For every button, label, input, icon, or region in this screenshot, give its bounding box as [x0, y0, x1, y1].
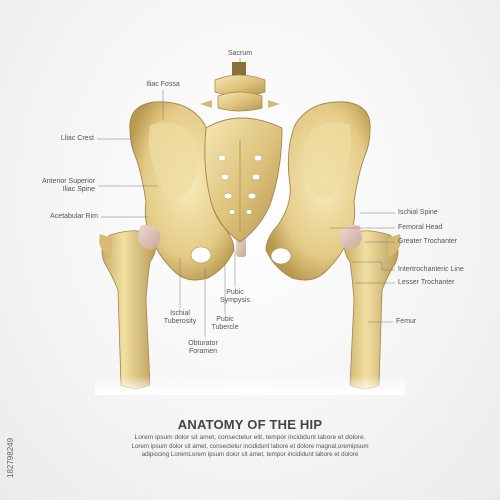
label-ischial-tuberosity-line2: Tuberosity [163, 318, 197, 325]
label-ischial-spine: Ischial Spine [398, 209, 438, 216]
stock-image-id: 182798249 [6, 437, 15, 478]
left-hip-joint-cartilage [138, 224, 161, 250]
label-pubic-tubercle-line1: Pubic [216, 316, 234, 323]
label-femoral-head: Femoral Head [398, 224, 443, 231]
label-greater-trochanter: Greater Trochanter [398, 238, 458, 245]
label-iliac-crest: Lliac Crest [60, 135, 94, 142]
label-pubic-symphysis-line2: Sympysis [220, 297, 250, 304]
label-asis-line2: Iliac Spine [62, 186, 95, 193]
label-sacrum: Sacrum [227, 50, 253, 57]
label-obturator-foramen-line1: Obturator [188, 340, 218, 347]
diagram-title: ANATOMY OF THE HIP [177, 417, 323, 432]
label-pubic-symphysis-line1: Pubic [226, 289, 244, 296]
right-hip-joint-cartilage [339, 224, 362, 250]
label-intertrochanteric-line: Intertrochanteric Line [398, 266, 464, 273]
lumbar-vertebra [200, 62, 280, 112]
label-lesser-trochanter: Lesser Trochanter [398, 279, 455, 286]
caption-line-2: Lorem ipsum dolor sit amet, consectetur … [131, 443, 369, 450]
caption-line-3: adipiscing LoremLorem ipsum dolor sit am… [141, 451, 359, 458]
label-acetabular-rim: Acetabular Rim [50, 213, 98, 220]
caption-line-1: Lorem ipsum dolor sit amet, consectetur … [134, 434, 366, 441]
left-obturator-foramen [190, 246, 212, 264]
label-iliac-fossa: Iliac Fossa [146, 81, 180, 88]
label-femur: Femur [396, 318, 417, 325]
sacrum [204, 117, 283, 243]
leader-lines [97, 58, 395, 337]
label-pubic-tubercle-line2: Tubercle [211, 324, 239, 331]
label-asis-line1: Anterior Superior [42, 178, 95, 185]
label-obturator-foramen-line2: Foramen [188, 348, 217, 355]
right-obturator-foramen [270, 247, 292, 265]
label-ischial-tuberosity-line1: Ischial [170, 310, 190, 317]
